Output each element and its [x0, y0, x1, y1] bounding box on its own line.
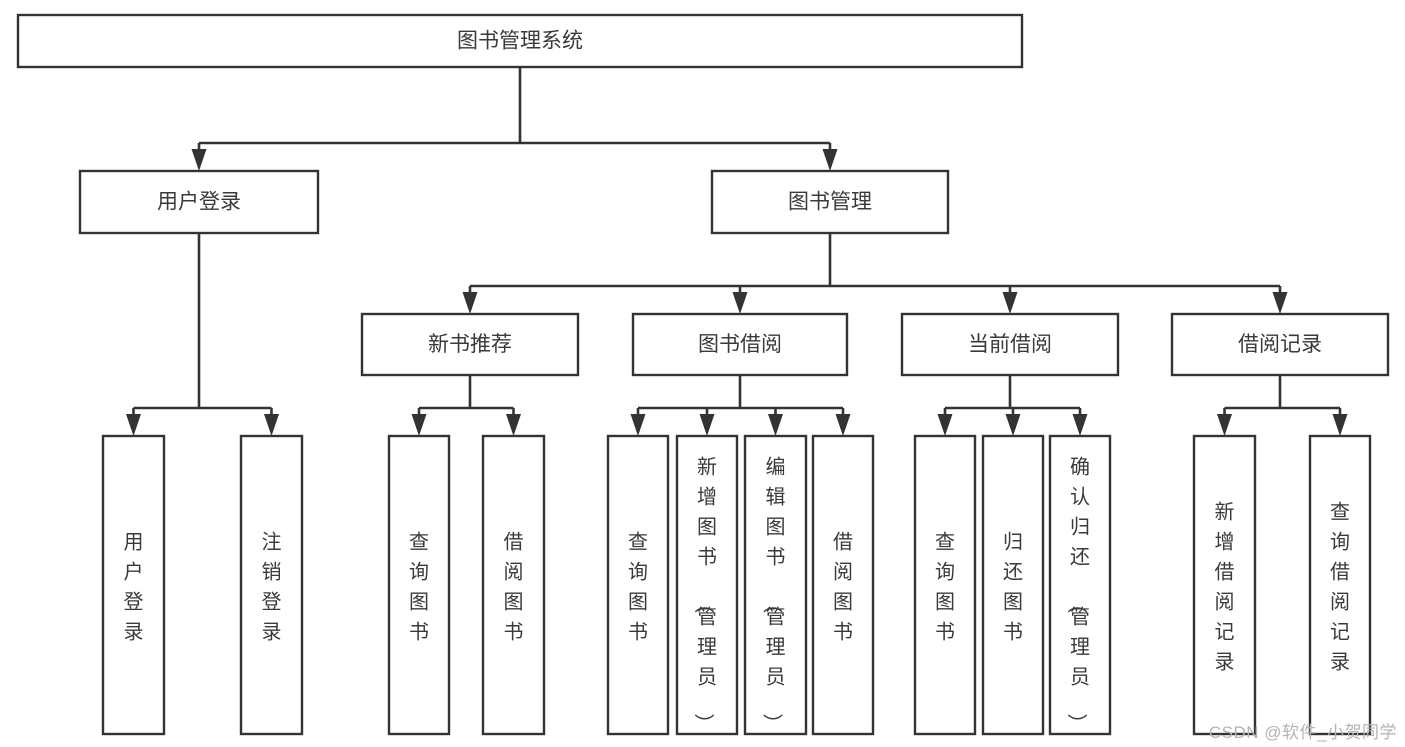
- node-label-root: 图书管理系统: [457, 30, 583, 53]
- node-label-user-login: 用户登录: [157, 191, 241, 214]
- node-label-leaf-query-book-2: 查询图书: [628, 530, 648, 643]
- node-box-borrow-record[interactable]: [1170, 312, 1390, 377]
- node-label-leaf-query-book-1: 查询图书: [409, 530, 429, 643]
- node-label-leaf-confirm-return: 确认归还（管理员）: [1065, 455, 1090, 733]
- node-box-leaf-query-book-3[interactable]: [913, 434, 977, 736]
- node-leaf-confirm-return[interactable]: 确认归还（管理员）: [1048, 434, 1112, 736]
- node-box-new-book-recommend[interactable]: [360, 312, 580, 377]
- node-box-leaf-query-record[interactable]: [1308, 434, 1372, 736]
- node-label-new-book-recommend: 新书推荐: [428, 333, 512, 356]
- node-leaf-borrow-book-2[interactable]: 借阅图书: [811, 434, 875, 736]
- node-label-leaf-borrow-book-2: 借阅图书: [833, 530, 853, 643]
- node-label-leaf-borrow-book-1: 借阅图书: [504, 530, 524, 643]
- node-box-root[interactable]: [16, 13, 1024, 69]
- node-label-leaf-add-book: 新增图书（管理员）: [692, 455, 717, 733]
- node-user-login[interactable]: 用户登录: [78, 169, 320, 235]
- node-box-leaf-borrow-book-1[interactable]: [481, 434, 546, 736]
- node-box-leaf-query-book-1[interactable]: [387, 434, 451, 736]
- node-leaf-edit-book[interactable]: 编辑图书（管理员）: [743, 434, 808, 736]
- node-leaf-add-record[interactable]: 新增借阅记录: [1192, 434, 1257, 736]
- node-book-manage[interactable]: 图书管理: [710, 169, 950, 235]
- node-leaf-query-book-1[interactable]: 查询图书: [387, 434, 451, 736]
- node-label-leaf-edit-book: 编辑图书（管理员）: [761, 455, 786, 733]
- node-label-book-manage: 图书管理: [788, 191, 872, 214]
- node-box-leaf-query-book-2[interactable]: [606, 434, 670, 736]
- node-box-leaf-logout[interactable]: [239, 434, 304, 736]
- node-leaf-add-book[interactable]: 新增图书（管理员）: [675, 434, 739, 736]
- node-label-borrow-record: 借阅记录: [1238, 333, 1322, 356]
- node-book-borrow[interactable]: 图书借阅: [631, 312, 849, 377]
- node-label-leaf-user-login: 用户登录: [124, 531, 144, 643]
- node-label-leaf-query-book-3: 查询图书: [935, 530, 955, 643]
- connector-layer: [126, 67, 1348, 436]
- node-box-leaf-edit-book[interactable]: [743, 434, 808, 736]
- node-label-leaf-logout: 注销登录: [262, 530, 282, 643]
- node-box-user-login[interactable]: [78, 169, 320, 235]
- node-layer: 图书管理系统用户登录图书管理新书推荐图书借阅当前借阅借阅记录用户登录注销登录查询…: [16, 13, 1390, 736]
- node-box-leaf-borrow-book-2[interactable]: [811, 434, 875, 736]
- node-box-book-borrow[interactable]: [631, 312, 849, 377]
- node-borrow-record[interactable]: 借阅记录: [1170, 312, 1390, 377]
- node-box-leaf-return-book[interactable]: [981, 434, 1045, 736]
- node-box-leaf-user-login[interactable]: [101, 434, 166, 736]
- node-leaf-return-book[interactable]: 归还图书: [981, 434, 1045, 736]
- node-box-leaf-add-record[interactable]: [1192, 434, 1257, 736]
- node-label-current-borrow: 当前借阅: [968, 333, 1052, 356]
- node-box-leaf-confirm-return[interactable]: [1048, 434, 1112, 736]
- node-label-leaf-add-record: 新增借阅记录: [1215, 500, 1235, 673]
- node-leaf-query-book-3[interactable]: 查询图书: [913, 434, 977, 736]
- node-box-leaf-add-book[interactable]: [675, 434, 739, 736]
- node-leaf-user-login[interactable]: 用户登录: [101, 434, 166, 736]
- node-box-current-borrow[interactable]: [900, 312, 1120, 377]
- node-box-book-manage[interactable]: [710, 169, 950, 235]
- node-label-book-borrow: 图书借阅: [698, 333, 782, 356]
- node-leaf-query-book-2[interactable]: 查询图书: [606, 434, 670, 736]
- node-leaf-borrow-book-1[interactable]: 借阅图书: [481, 434, 546, 736]
- node-leaf-query-record[interactable]: 查询借阅记录: [1308, 434, 1372, 736]
- node-root[interactable]: 图书管理系统: [16, 13, 1024, 69]
- node-current-borrow[interactable]: 当前借阅: [900, 312, 1120, 377]
- node-label-leaf-query-record: 查询借阅记录: [1330, 500, 1350, 673]
- node-leaf-logout[interactable]: 注销登录: [239, 434, 304, 736]
- node-label-leaf-return-book: 归还图书: [1003, 530, 1023, 643]
- node-new-book-recommend[interactable]: 新书推荐: [360, 312, 580, 377]
